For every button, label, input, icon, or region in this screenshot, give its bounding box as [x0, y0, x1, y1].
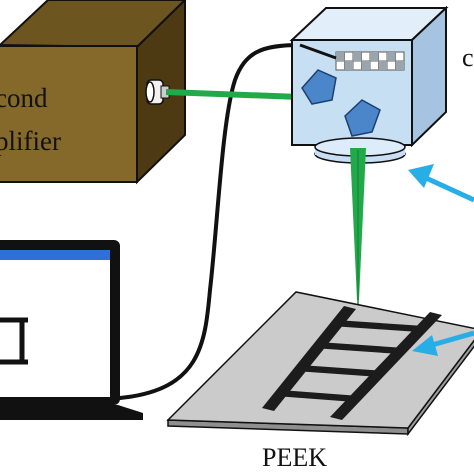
signal-cable — [118, 43, 302, 400]
peek-sample: PEEK — [166, 291, 474, 472]
amplifier-label-line2: plifier — [0, 126, 61, 156]
laptop-base — [0, 405, 143, 420]
amplifier-label-line1: cond — [0, 83, 48, 113]
cube-cable-entry — [299, 43, 337, 60]
ladder-rung-3 — [313, 342, 405, 354]
peek-label: PEEK — [262, 443, 327, 472]
arrow-to-cube-line — [424, 175, 474, 203]
amplifier-front-face — [0, 45, 138, 183]
arrow-to-sample-head — [412, 335, 438, 356]
software-waveform-icon — [0, 317, 28, 365]
ladder-rung-2 — [295, 365, 385, 377]
arrow-to-sample-line — [431, 330, 474, 348]
ladder-rail-right — [330, 312, 442, 420]
amplifier-connector — [145, 79, 170, 105]
charge-amplifier-box: cond plifier — [0, 0, 187, 185]
lens-array — [335, 51, 405, 71]
ladder-rung-4 — [331, 320, 424, 332]
ladder-pattern — [262, 306, 442, 420]
laptop-screen-header — [0, 250, 110, 260]
arrow-to-cube-head — [408, 164, 434, 188]
ladder-rung-1 — [275, 390, 360, 402]
optical-head-cube — [289, 5, 449, 164]
ladder-rail-left — [262, 306, 356, 411]
laptop-computer — [0, 240, 143, 420]
second-mirror — [344, 99, 381, 137]
blue-arrows — [408, 164, 474, 356]
first-mirror — [301, 69, 337, 105]
cube-partial-label: c — [462, 43, 474, 72]
laptop-screen — [0, 250, 110, 397]
